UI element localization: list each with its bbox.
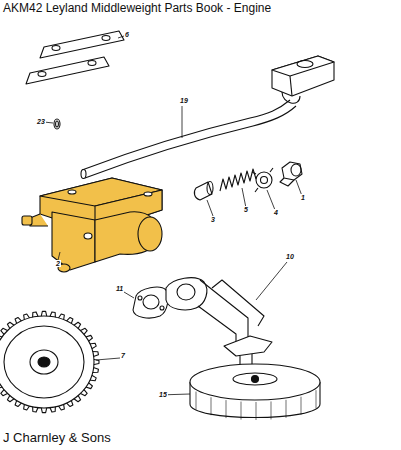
strainer [190,364,320,420]
strainer-part-part [316,390,317,408]
oil-pump-body-part [84,233,92,239]
strainer-part-part [286,400,287,418]
leader-lines-part [182,106,183,138]
callout-number: 5 [243,206,249,213]
flange-gasket-part [133,287,168,318]
leader-lines [44,36,302,395]
leader-lines-part [58,252,60,260]
leader-lines-part [242,188,246,208]
relief-valve [194,182,213,201]
delivery-pipe-part [82,100,290,170]
callout-number: 6 [124,31,130,38]
suction-pipe-part [212,280,264,326]
delivery-pipe-part [290,76,292,96]
delivery-pipe-part [297,61,313,68]
lock-washer-part [256,172,272,188]
o-ring-part [54,119,60,129]
gasket-plates-part [26,57,109,84]
delivery-pipe-part [272,56,334,76]
oil-pump-body [22,178,162,272]
callout-number: 1 [300,194,306,201]
flange-gasket [133,287,168,318]
leader-lines-part [256,262,287,300]
suction-pipe-part [166,278,207,310]
pump-gear-part [0,316,94,408]
callout-number: 4 [273,209,279,216]
pump-gear-part [38,357,50,367]
oil-pump-body-part [30,214,48,226]
credit-text: J Charnley & Sons [3,431,111,444]
callout-number: 19 [179,97,189,104]
gasket-plates-part [88,61,96,66]
leader-lines-part [96,358,120,360]
strainer-part-part [271,401,272,419]
gasket-plates-part [40,31,124,58]
gasket-plates [26,31,124,84]
flange-gasket-part [138,296,142,300]
callout-number: 2 [55,260,61,267]
callout-number: 23 [36,118,46,125]
valve-plug [280,162,302,186]
strainer-part-part [301,397,302,415]
strainer-part [252,376,259,383]
strainer-part-part [241,402,242,420]
oil-pump-body-part [138,217,162,251]
relief-valve-part [194,182,212,200]
oil-pump-body-part [52,212,95,270]
delivery-pipe [81,56,334,179]
suction-pipe-part [224,336,272,356]
o-ring-part [56,121,59,127]
valve-plug-part [291,164,301,176]
callout-number: 15 [158,391,168,398]
leader-lines-part [207,200,213,216]
pump-gear-part [30,350,58,374]
pump-gear-part [4,326,84,398]
strainer-part [233,373,277,385]
valve-plug-part [280,178,294,186]
lock-washer-part [261,177,268,184]
oil-pump-body-part [68,190,76,194]
strainer-part-part [256,402,257,420]
strainer-part-part [196,392,197,410]
gasket-plates-part [102,36,110,41]
callout-number: 10 [285,253,295,260]
page-title: AKM42 Leyland Middleweight Parts Book - … [3,2,271,14]
oil-pump-body-part [144,192,152,196]
oil-pump-body-part [22,216,32,225]
delivery-pipe-part [81,170,86,179]
delivery-pipe-part [282,92,300,103]
leader-lines-part [124,292,134,298]
flange-gasket-part [143,295,159,309]
callout-number: 11 [115,285,124,292]
leader-lines-part [267,190,275,210]
suction-pipe [166,278,272,368]
strainer-part-part [211,397,212,415]
flange-gasket-part [160,306,164,310]
delivery-pipe-part [85,106,296,178]
strainer-part [196,390,316,420]
gasket-plates-part [38,72,46,77]
valve-plug-part [282,162,302,180]
callout-number: 7 [120,352,126,359]
suction-pipe-part [177,284,195,300]
gasket-plates-part [52,46,60,51]
callout-number: 3 [210,216,216,223]
pump-gear [0,311,99,412]
o-ring [54,119,60,129]
valve-spring-part [220,169,256,191]
relief-valve-part [207,182,213,195]
lock-washer-part [252,168,273,192]
suction-pipe-part [198,306,236,346]
delivery-pipe-part [272,56,334,96]
suction-pipe-part [200,280,248,340]
strainer-part-part [226,400,227,418]
lock-washer [252,168,273,192]
pump-gear-part [0,311,99,412]
strainer-part [190,364,320,400]
valve-spring [220,169,256,191]
